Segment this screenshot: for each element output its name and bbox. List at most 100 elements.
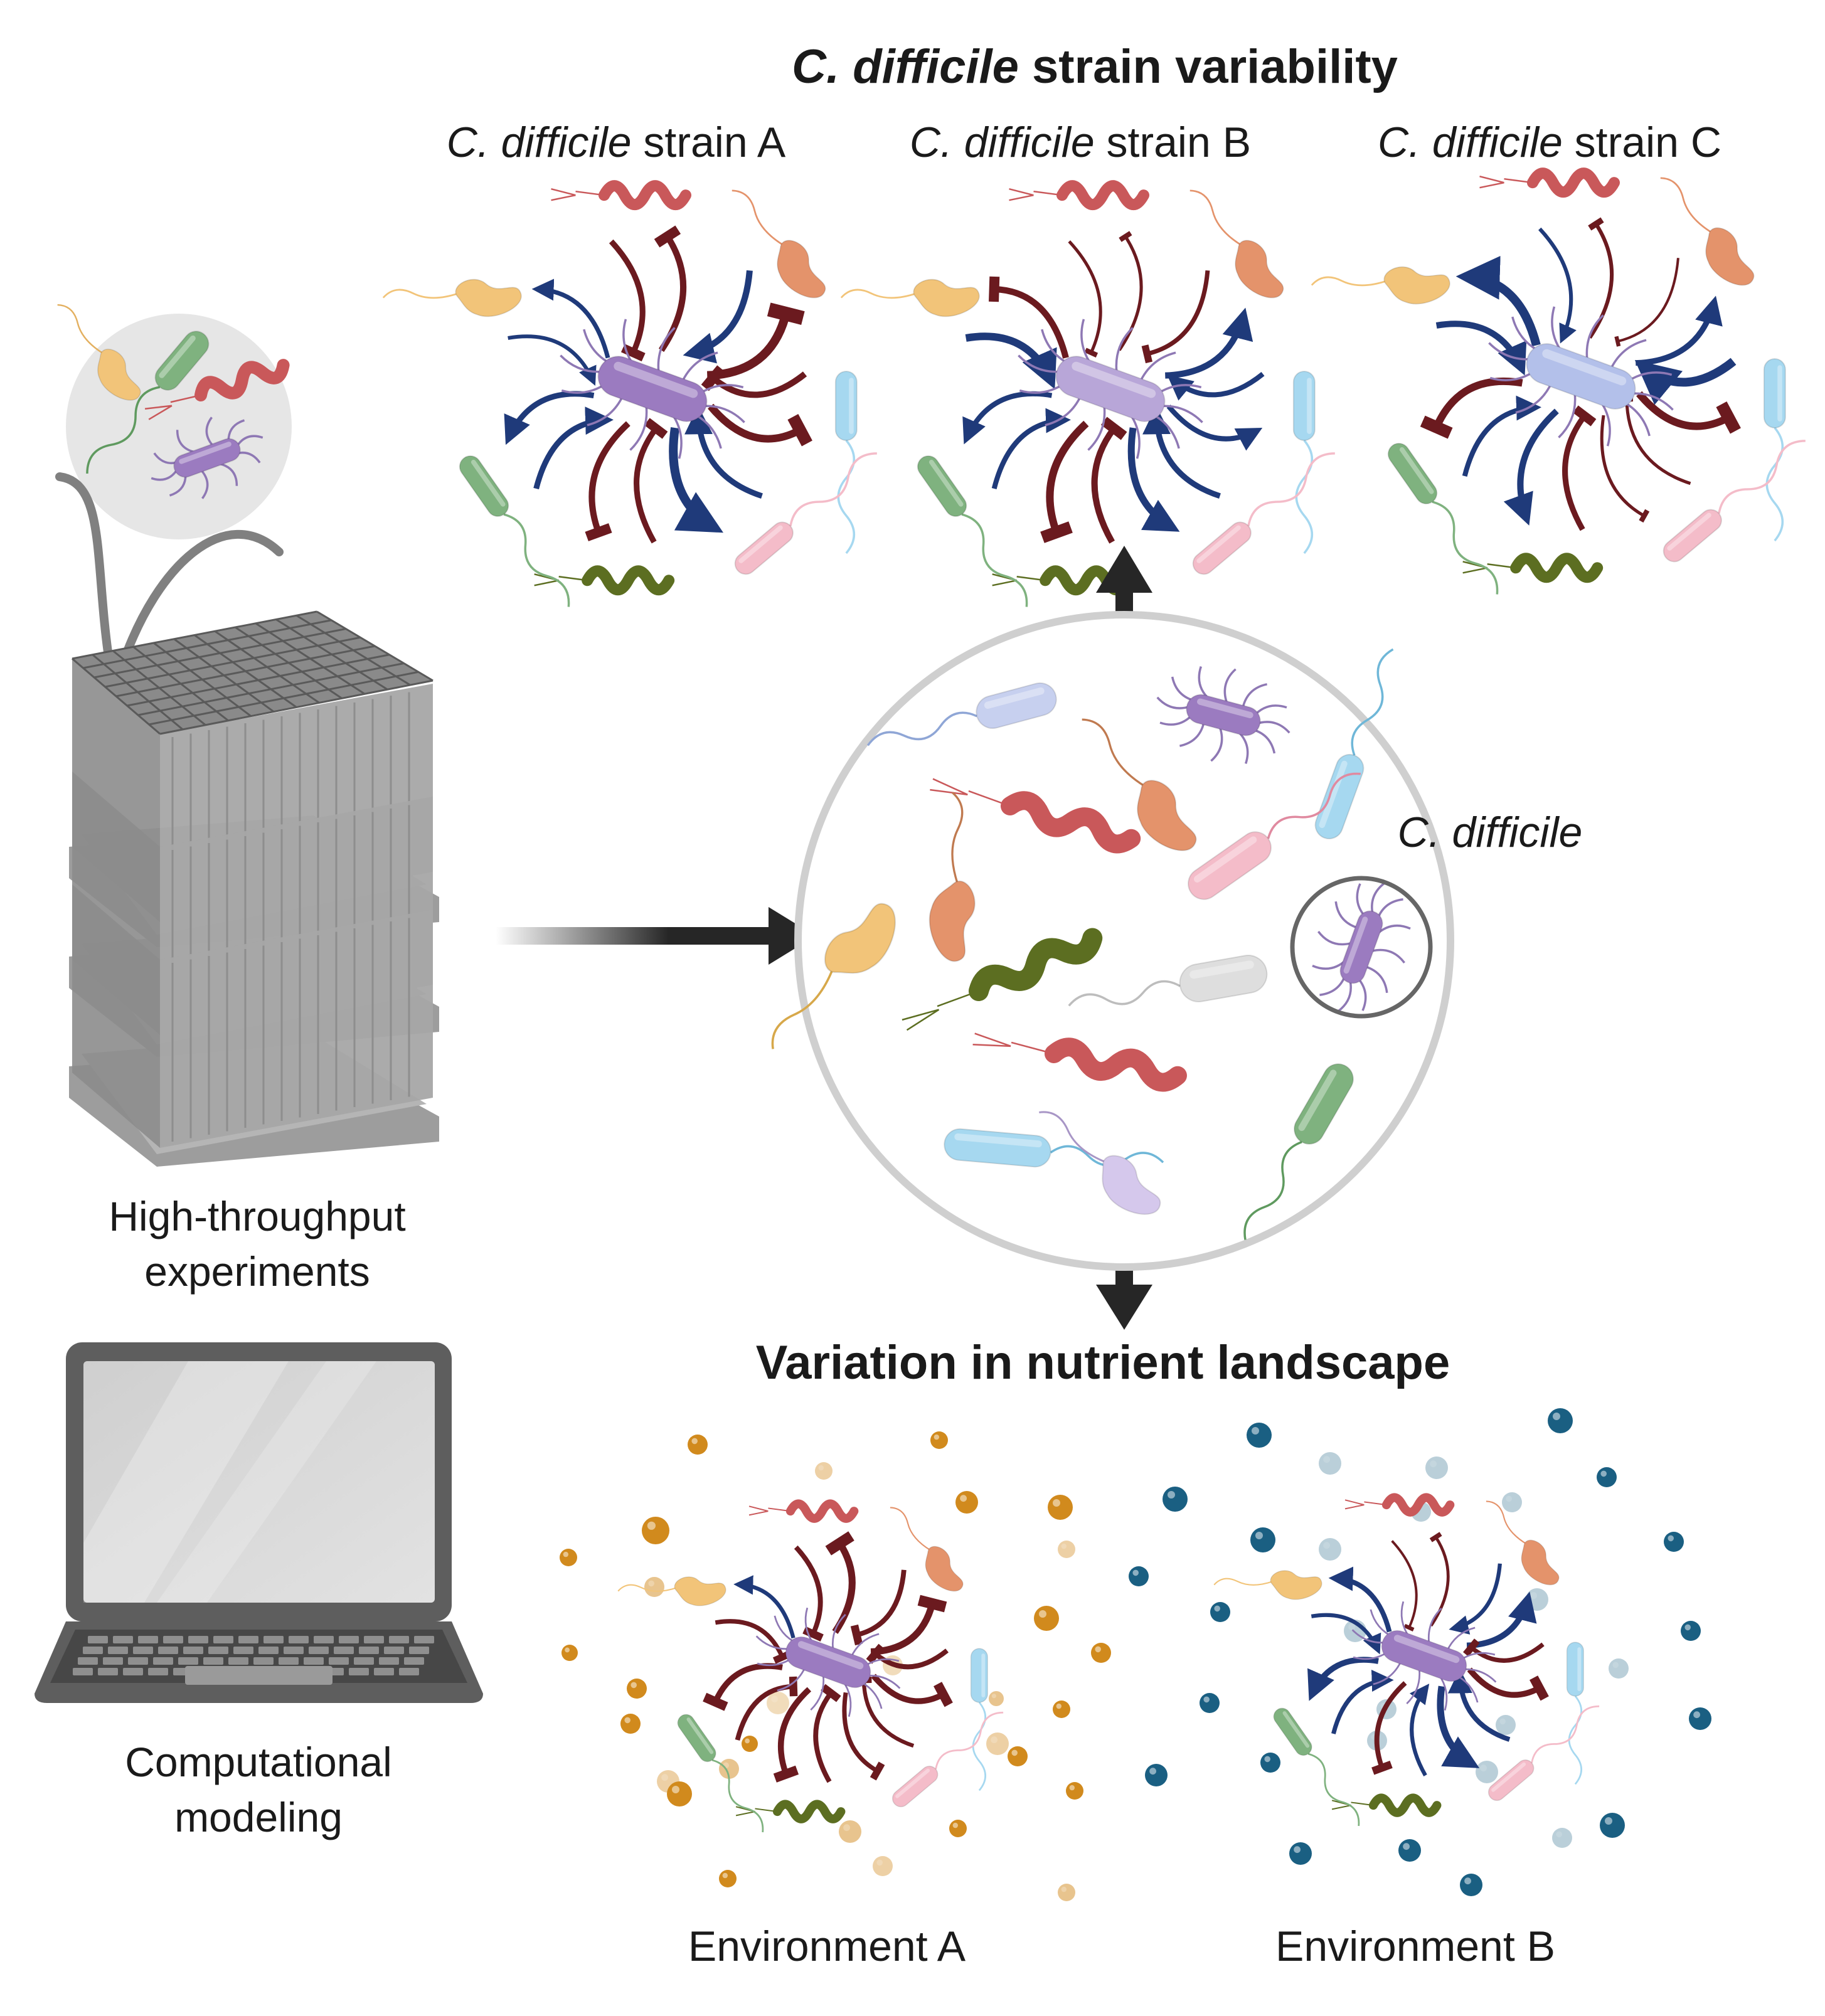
bacterium-icon <box>866 682 1057 746</box>
bacterium-icon <box>1663 440 1806 563</box>
microbial-community-icon <box>771 611 1454 1271</box>
bacterium-icon <box>732 189 826 299</box>
nutrient-particle-icon <box>873 1856 893 1876</box>
key <box>78 1657 98 1665</box>
nutrient-particle-icon <box>1609 1658 1629 1679</box>
key <box>183 1647 203 1654</box>
key <box>128 1657 148 1665</box>
bacterium-icon <box>1273 1707 1360 1827</box>
cdiff-highlight-ring <box>1290 876 1433 1019</box>
nutrient-particle-icon <box>955 1491 978 1514</box>
bacterium-icon <box>735 1800 846 1823</box>
nutrient-particle-icon <box>1008 1746 1028 1766</box>
nutrient-particle-icon <box>1398 1839 1421 1862</box>
nutrient-particle-icon <box>1600 1813 1625 1838</box>
environment-b-label: Environment B <box>1275 1923 1555 1970</box>
key <box>88 1636 108 1643</box>
strain-a-label: C. difficile strain A <box>447 119 786 166</box>
nutrient-particle-icon <box>1496 1715 1516 1735</box>
nutrient-particle-icon <box>1664 1532 1684 1552</box>
key <box>238 1636 258 1643</box>
bacterium-icon <box>972 1032 1187 1092</box>
deep-well-plate-stack-icon <box>69 610 439 1167</box>
key <box>414 1636 434 1643</box>
bacterium-icon <box>840 279 980 317</box>
bacterium-icon <box>748 1499 859 1523</box>
key <box>404 1657 424 1665</box>
environment-a-nutrients <box>560 1431 1111 1901</box>
key <box>258 1647 279 1654</box>
key <box>339 1636 359 1643</box>
network-diagram <box>1213 1493 1600 1827</box>
nutrient-particle-icon <box>1597 1467 1617 1487</box>
bacterium-icon <box>57 304 141 401</box>
key <box>379 1657 399 1665</box>
key <box>228 1657 248 1665</box>
bacterium-icon <box>560 319 745 459</box>
key <box>349 1668 369 1675</box>
nutrient-particle-icon <box>1066 1782 1083 1800</box>
key <box>113 1636 133 1643</box>
nutrient-particle-icon <box>815 1462 833 1480</box>
bacterium-icon <box>1009 180 1149 210</box>
bacterium-icon <box>86 331 210 474</box>
bacterium-icon <box>1486 1500 1560 1586</box>
key <box>108 1647 128 1654</box>
nutrient-particle-icon <box>627 1679 647 1699</box>
nutrient-particle-icon <box>1502 1492 1522 1512</box>
nutrient-particle-icon <box>1476 1761 1498 1783</box>
nutrient-particle-icon <box>930 1431 948 1449</box>
bacterium-icon <box>771 903 897 1049</box>
environment-b-nutrients <box>1129 1408 1711 1896</box>
bacterium-icon <box>834 371 858 554</box>
strain-a-interaction-network <box>382 180 877 607</box>
high-throughput-label-line2: experiments <box>144 1248 370 1295</box>
nutrient-particle-icon <box>1210 1602 1230 1622</box>
bacterium-icon <box>1039 1111 1161 1215</box>
strain-b-label: C. difficile strain B <box>910 119 1251 166</box>
bacterium-icon <box>382 279 522 317</box>
bacterium-icon <box>970 1648 988 1791</box>
key <box>163 1636 183 1643</box>
bacterium-icon <box>1351 1601 1497 1711</box>
network-diagram <box>382 180 877 607</box>
nutrient-particle-icon <box>1247 1423 1272 1448</box>
key <box>263 1636 284 1643</box>
nutrient-particle-icon <box>644 1577 664 1597</box>
strain-c-interaction-network <box>1311 167 1806 595</box>
bacterium-icon <box>551 180 691 210</box>
bacterium-icon <box>1660 177 1755 286</box>
nutrient-particle-icon <box>767 1692 789 1714</box>
nutrient-particle-icon <box>1260 1753 1280 1773</box>
bacterium-icon <box>930 778 1141 854</box>
bacterium-icon <box>677 1714 764 1833</box>
cdiff-label: C. difficile <box>1398 809 1583 856</box>
nutrient-particle-icon <box>1129 1566 1149 1586</box>
nutrient-particle-icon <box>1319 1452 1341 1475</box>
bacterium-icon <box>755 1607 901 1717</box>
nutrient-particle-icon <box>719 1870 737 1887</box>
strain-c-label: C. difficile strain C <box>1378 119 1721 166</box>
key <box>233 1647 253 1654</box>
nutrient-particle-icon <box>667 1781 692 1806</box>
bacterium-icon <box>1487 1705 1600 1801</box>
bacterium-icon <box>1192 452 1335 575</box>
key <box>153 1657 173 1665</box>
nutrient-landscape-title: Variation in nutrient landscape <box>756 1336 1450 1389</box>
key <box>304 1657 324 1665</box>
computational-label-line2: modeling <box>174 1794 343 1840</box>
nutrient-particle-icon <box>1053 1700 1070 1718</box>
nutrient-particle-icon <box>1689 1707 1711 1730</box>
bacterium-icon <box>144 359 290 420</box>
bacterium-icon <box>1213 1570 1322 1600</box>
nutrient-particle-icon <box>1289 1842 1312 1865</box>
key <box>83 1647 103 1654</box>
community-inset-icon <box>55 304 292 669</box>
bacterium-icon <box>151 416 263 499</box>
bacterium-icon <box>1387 442 1499 595</box>
bacterium-icon <box>928 792 976 962</box>
bacterium-icon <box>1311 266 1450 305</box>
nutrient-particle-icon <box>1250 1527 1275 1552</box>
nutrient-particle-icon <box>620 1714 641 1734</box>
nutrient-particle-icon <box>1091 1643 1111 1663</box>
